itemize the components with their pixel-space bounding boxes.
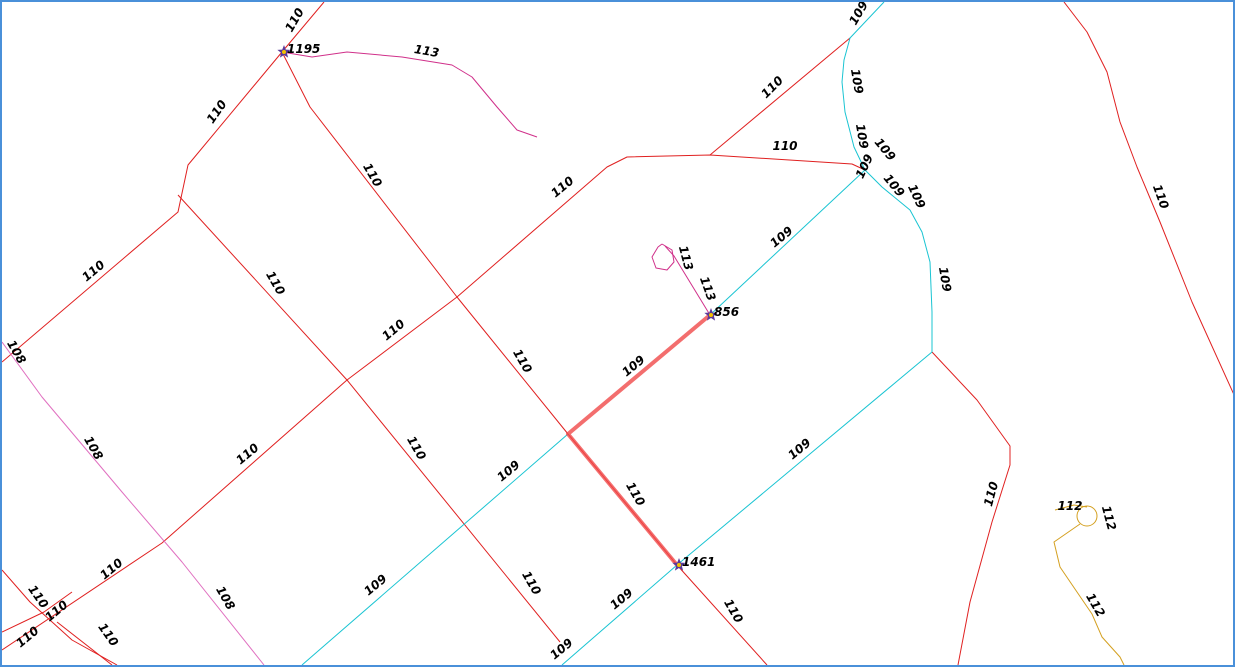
- road-110-segment: [177, 194, 561, 643]
- road-110-segment: [2, 591, 73, 633]
- road-class-label: 110: [721, 597, 746, 626]
- node-center-dot: [709, 313, 713, 317]
- road-class-label: 112: [1083, 591, 1108, 620]
- road-class-label: 110: [981, 480, 1001, 508]
- road-class-label: 109: [785, 436, 813, 463]
- road-class-label: 109: [853, 152, 876, 181]
- road-class-label: 110: [204, 97, 230, 126]
- road-class-label: 110: [379, 317, 407, 344]
- road-class-label: 109: [846, 2, 871, 27]
- network-node-856[interactable]: 856: [704, 305, 739, 321]
- road-110-segment: [2, 154, 866, 651]
- road-109-segment: [709, 169, 866, 316]
- road-class-label: 110: [282, 6, 307, 35]
- road-110-segment: [56, 621, 113, 665]
- road-109-segment: [301, 433, 569, 665]
- road-class-label: 110: [772, 139, 797, 153]
- highlighted-route: [566, 313, 712, 567]
- network-node-1195[interactable]: 1195: [277, 42, 320, 58]
- node-center-dot: [282, 50, 286, 54]
- road-class-label: 112: [1057, 499, 1082, 513]
- road-class-label: 110: [25, 582, 51, 611]
- road-class-label: 109: [881, 171, 908, 199]
- node-center-dot: [677, 563, 681, 567]
- road-class-label: 109: [547, 636, 575, 663]
- network-node-1461[interactable]: 1461: [672, 555, 715, 571]
- road-class-label: 109: [872, 135, 899, 163]
- road-class-label: 109: [607, 586, 635, 613]
- road-110-segment: [1063, 2, 1233, 394]
- road-113-segment: [281, 51, 538, 138]
- road-112-loop: [1076, 505, 1098, 527]
- road-class-label: 109: [936, 266, 954, 293]
- road-class-label: 110: [95, 620, 121, 649]
- road-109-segment: [841, 2, 885, 171]
- road-class-label: 110: [548, 174, 576, 201]
- road-109-segment: [561, 351, 933, 665]
- road-class-label: 110: [510, 347, 535, 376]
- road-class-label: 109: [494, 458, 522, 485]
- road-class-label: 110: [79, 258, 107, 285]
- road-113-loop: [651, 243, 675, 271]
- road-class-label: 109: [767, 224, 795, 251]
- road-class-label: 113: [413, 42, 440, 60]
- road-class-label: 110: [519, 569, 544, 598]
- road-class-label: 109: [619, 353, 647, 380]
- road-class-label: 110: [404, 434, 429, 463]
- road-class-label: 110: [233, 441, 261, 468]
- road-class-label: 110: [13, 624, 41, 651]
- node-id-label: 1195: [287, 42, 320, 56]
- node-id-label: 1461: [682, 555, 715, 569]
- road-112-segment: [1054, 504, 1088, 511]
- road-110-segment: [2, 2, 325, 363]
- road-class-label: 109: [905, 182, 928, 211]
- road-class-label: 109: [848, 68, 866, 95]
- road-class-label: 108: [213, 584, 238, 613]
- road-class-label: 112: [1099, 504, 1119, 532]
- road-112-segment: [1053, 523, 1125, 665]
- road-class-label: 109: [853, 123, 871, 150]
- road-class-label: 110: [263, 269, 288, 298]
- road-class-label: 113: [676, 244, 696, 272]
- road-110-segment: [931, 351, 1011, 665]
- road-109-segment: [864, 169, 933, 352]
- road-110-segment: [281, 51, 768, 665]
- road-class-label: 110: [360, 161, 385, 190]
- road-110-segment: [2, 569, 118, 665]
- road-class-label: 110: [97, 556, 125, 583]
- road-class-label: 110: [758, 73, 786, 101]
- node-id-label: 856: [714, 305, 739, 319]
- road-108-segment: [2, 341, 265, 665]
- road-113-segment: [664, 245, 711, 316]
- road-110-segment: [709, 37, 851, 156]
- road-class-label: 109: [361, 572, 389, 599]
